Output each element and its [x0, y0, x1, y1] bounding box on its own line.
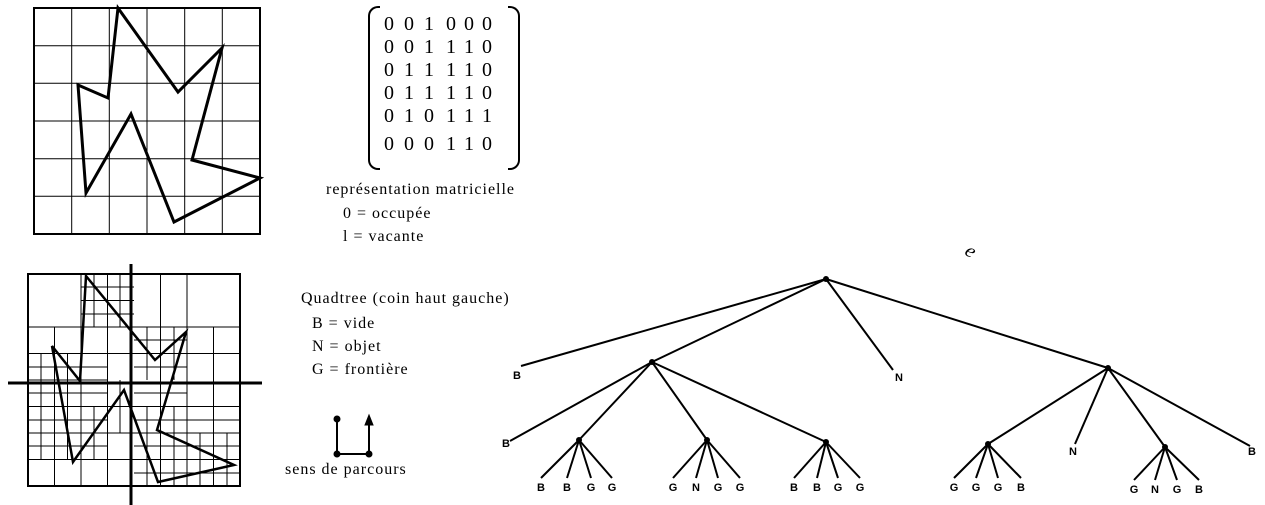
matrix-cell: 0	[384, 82, 394, 104]
tree-node	[985, 441, 991, 447]
matrix-cell: 0	[384, 13, 394, 35]
matrix-cell: 1	[464, 36, 474, 58]
tree-leaf-label: G	[607, 482, 617, 494]
polygon-shape	[76, 3, 265, 225]
quadtree-legend-empty: B = vide	[312, 315, 376, 332]
tree-leaf-label: G	[949, 482, 959, 494]
matrix-cell: 1	[464, 105, 474, 127]
matrix-cell: 0	[424, 133, 434, 155]
traversal-label: sens de parcours	[285, 461, 407, 478]
tree-node	[1105, 365, 1111, 371]
matrix-cell: 1	[424, 36, 434, 58]
tree-leaf-label: G	[735, 482, 745, 494]
matrix-cell: 1	[446, 59, 456, 81]
matrix-cell: 1	[424, 13, 434, 35]
matrix-row: 0 0 1 0 0 0	[380, 12, 510, 36]
tree-leaf-label: B	[1195, 484, 1203, 496]
tree-node	[823, 276, 829, 282]
tree-leaf-label: G	[586, 482, 596, 494]
tree-leaf-label: G	[713, 482, 723, 494]
matrix-cell: 1	[404, 59, 414, 81]
matrix-cell: 0	[384, 133, 394, 155]
matrix-cell: 1	[446, 105, 456, 127]
tree-leaf-label: B	[537, 482, 545, 494]
tree-leaf-label: G	[971, 482, 981, 494]
matrix-row: 0 1 1 1 1 0	[380, 58, 510, 82]
matrix-cell: 1	[482, 105, 492, 127]
matrix-cell: 0	[424, 105, 434, 127]
tree-label: B	[1248, 446, 1256, 458]
matrix-cell: 1	[446, 82, 456, 104]
matrix-right-bracket	[508, 6, 520, 170]
tree-node	[576, 437, 582, 443]
quadtree-legend-object: N = objet	[312, 338, 382, 355]
matrix-legend-vacant: l = vacante	[343, 228, 425, 245]
matrix-cell: 1	[404, 82, 414, 104]
tree-leaf-label: G	[1129, 484, 1139, 496]
matrix-row: 0 1 1 1 1 0	[380, 81, 510, 105]
matrix-cell: 0	[404, 13, 414, 35]
matrix-row: 0 1 0 1 1 1	[380, 104, 510, 128]
tree-label: N	[895, 372, 903, 384]
matrix-cell: 0	[384, 105, 394, 127]
matrix-cell: 1	[404, 105, 414, 127]
tree-leaf-label: N	[1151, 484, 1159, 496]
matrix-cell: 1	[464, 82, 474, 104]
matrix-cell: 1	[446, 133, 456, 155]
tree-leaf-label: G	[833, 482, 843, 494]
tree-node	[823, 439, 829, 445]
matrix-cell: 1	[424, 82, 434, 104]
matrix-cell: 0	[384, 36, 394, 58]
tree-leaf-label: B	[790, 482, 798, 494]
matrix-row: 0 0 0 1 1 0	[380, 132, 510, 156]
matrix-cell: 0	[404, 133, 414, 155]
matrix-cell: 0	[482, 82, 492, 104]
tree-leaf-label: B	[1017, 482, 1025, 494]
matrix-cell: 0	[404, 36, 414, 58]
tree-leaf-label: N	[692, 482, 700, 494]
tree-leaf-label: B	[813, 482, 821, 494]
matrix-cell: 0	[482, 13, 492, 35]
occupancy-matrix: 0 0 1 0 0 0 0 0 1 1 1 0 0 1 1 1 1 0 0 1 …	[368, 6, 520, 170]
matrix-cell: 1	[446, 36, 456, 58]
tree-leaf-label: B	[563, 482, 571, 494]
matrix-cell: 1	[424, 59, 434, 81]
tree-label: B	[502, 438, 510, 450]
matrix-cell: 0	[384, 59, 394, 81]
tree-leaf-label: G	[668, 482, 678, 494]
matrix-cell: 0	[482, 59, 492, 81]
tree-leaf-label: G	[1172, 484, 1182, 496]
tree-leaf-label: G	[993, 482, 1003, 494]
tree-label: N	[1069, 446, 1077, 458]
matrix-row: 0 0 1 1 1 0	[380, 35, 510, 59]
tree-node	[1162, 444, 1168, 450]
tree-node	[704, 437, 710, 443]
matrix-cell: 0	[464, 13, 474, 35]
tree-label: B	[513, 370, 521, 382]
matrix-legend-occupied: 0 = occupée	[343, 205, 432, 222]
matrix-legend-title: représentation matricielle	[326, 181, 516, 198]
quadtree-polygon-shape	[50, 272, 238, 484]
quadtree-legend-boundary: G = frontière	[312, 361, 409, 378]
matrix-cell: 0	[482, 36, 492, 58]
tree-node	[649, 359, 655, 365]
matrix-left-bracket	[368, 6, 380, 170]
tree-leaf-label: G	[855, 482, 865, 494]
matrix-cell: 0	[482, 133, 492, 155]
quadtree-legend-title: Quadtree (coin haut gauche)	[301, 290, 510, 307]
matrix-cell: 1	[464, 59, 474, 81]
matrix-cell: 0	[446, 13, 456, 35]
matrix-cell: 1	[464, 133, 474, 155]
